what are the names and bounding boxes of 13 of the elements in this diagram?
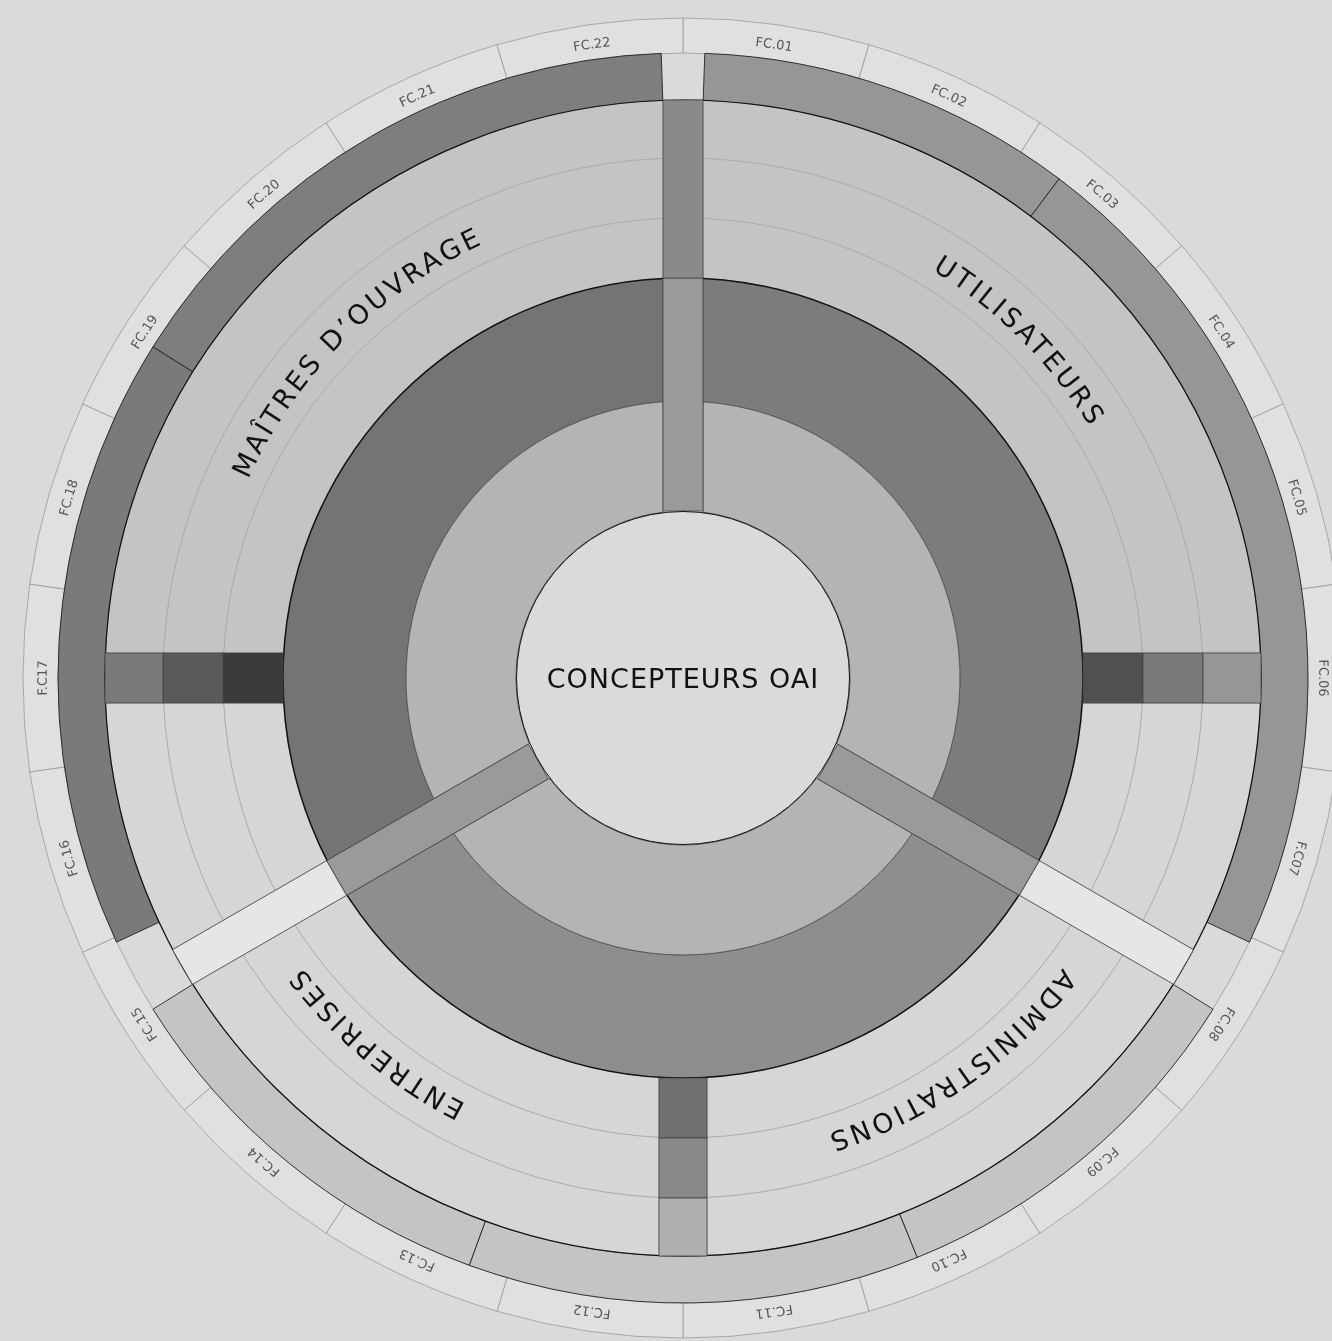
cell-label: FC.01 <box>754 34 794 55</box>
inner-ring-segment <box>453 777 913 955</box>
spoke-bar <box>662 99 704 512</box>
arc-segment <box>468 1213 918 1304</box>
spoke-bar <box>658 1077 708 1257</box>
cell-label: FC.13 <box>396 1245 437 1276</box>
center-label: CONCEPTEURS OAI <box>546 662 820 694</box>
cell-label: FC.22 <box>572 34 612 55</box>
cell-label: FC.12 <box>572 1301 612 1322</box>
arc-segment <box>702 52 1060 217</box>
cell-label: FC.11 <box>754 1301 794 1322</box>
spoke-bar <box>104 652 284 704</box>
spoke-bar <box>1082 652 1262 704</box>
